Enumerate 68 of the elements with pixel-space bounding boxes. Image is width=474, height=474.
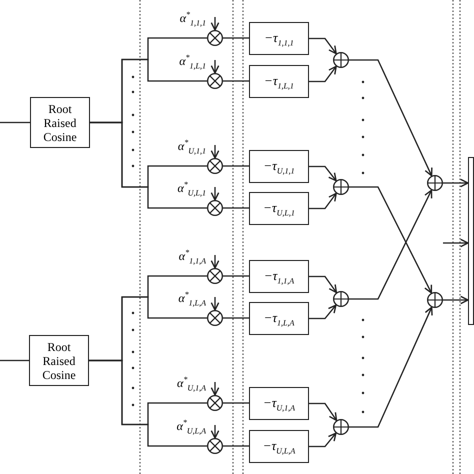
- delay-label: −τ$_{1,L,A}$: [264, 310, 294, 328]
- connector-line: [223, 275, 249, 277]
- arrow: [309, 402, 338, 422]
- delay-block: [249, 150, 309, 183]
- delay-block: [249, 22, 309, 55]
- arrow: [309, 166, 337, 182]
- filter-block: [30, 97, 90, 148]
- arrow: [210, 17, 220, 31]
- arrow: [210, 187, 220, 201]
- adder-symbol: [333, 179, 349, 195]
- arrow: [210, 145, 220, 159]
- delay-label: −τ$_{U,1,A}$: [262, 394, 296, 412]
- filter-label: Root Raised Cosine: [42, 102, 78, 144]
- arrow: [349, 59, 433, 176]
- delay-label: −τ$_{1,1,1}$: [264, 30, 294, 48]
- connector-line: [223, 402, 249, 404]
- adder-symbol: [333, 52, 349, 68]
- connector-line: [223, 37, 249, 39]
- delay-block: [249, 260, 309, 293]
- connector-line: [0, 360, 29, 362]
- arrow: [349, 306, 433, 428]
- multiplier-symbol: [207, 200, 223, 216]
- delay-block: [249, 192, 309, 225]
- arrow: [309, 304, 337, 320]
- adder-symbol: [333, 291, 349, 307]
- multiplier-symbol: [207, 438, 223, 454]
- connector-line: [90, 122, 207, 209]
- connector-line: [223, 165, 249, 167]
- arrow: [443, 238, 469, 248]
- arrow: [309, 192, 337, 210]
- delay-block: [249, 65, 309, 98]
- arrow: [443, 178, 469, 188]
- connector-line: [223, 80, 249, 82]
- multiplier-symbol: [207, 73, 223, 89]
- delay-block: [249, 387, 309, 420]
- delay-label: −τ$_{U,1,1}$: [263, 158, 295, 176]
- arrow: [210, 255, 220, 269]
- arrow: [210, 60, 220, 74]
- arrow: [309, 432, 337, 448]
- connector-line: [223, 207, 249, 209]
- connector-line: [0, 122, 30, 124]
- delay-label: −τ$_{1,1,A}$: [264, 268, 294, 286]
- multiplier-symbol: [207, 268, 223, 284]
- connector-line: [223, 445, 249, 447]
- connector-line: [89, 360, 207, 447]
- multiplier-symbol: [207, 158, 223, 174]
- adder-symbol: [333, 419, 349, 435]
- arrow: [309, 66, 337, 82]
- filter-label: Root Raised Cosine: [41, 340, 77, 382]
- arrow: [309, 276, 338, 294]
- adder-symbol: [427, 292, 443, 308]
- multiplier-symbol: [207, 30, 223, 46]
- arrow: [309, 38, 337, 54]
- multiplier-symbol: [207, 310, 223, 326]
- arrow: [210, 425, 220, 439]
- connector-line: [223, 317, 249, 319]
- delay-block: [249, 302, 309, 335]
- delay-label: −τ$_{U,L,A}$: [262, 438, 296, 456]
- arrow: [443, 296, 469, 304]
- adder-symbol: [427, 175, 443, 191]
- arrow: [210, 297, 220, 311]
- delay-label: −τ$_{1,L,1}$: [264, 72, 294, 90]
- filter-block: [29, 335, 89, 386]
- arrow: [210, 382, 220, 396]
- output-block: [468, 157, 474, 325]
- delay-label: −τ$_{U,L,1}$: [263, 200, 295, 218]
- delay-block: [249, 430, 309, 463]
- multiplier-symbol: [207, 395, 223, 411]
